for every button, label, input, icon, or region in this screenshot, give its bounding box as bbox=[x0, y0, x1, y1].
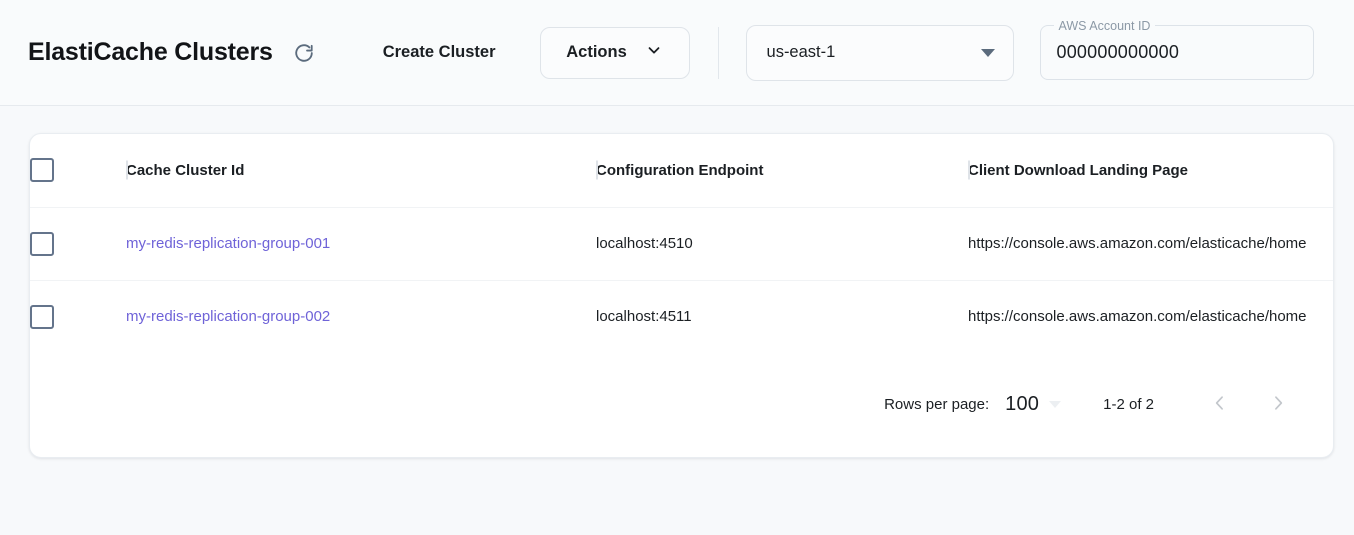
refresh-button[interactable] bbox=[287, 36, 321, 70]
page-title: ElastiCache Clusters bbox=[28, 38, 273, 66]
app-header: ElastiCache Clusters Create Cluster Acti… bbox=[0, 0, 1354, 106]
row-select-cell bbox=[30, 280, 126, 353]
row-checkbox[interactable] bbox=[30, 304, 54, 329]
table-body: my-redis-replication-group-001 localhost… bbox=[30, 207, 1333, 353]
actions-button[interactable]: Actions bbox=[539, 26, 690, 79]
cell-cache-cluster-id: my-redis-replication-group-002 bbox=[126, 280, 596, 353]
chevron-down-icon bbox=[645, 41, 663, 64]
row-select-cell bbox=[30, 207, 126, 280]
aws-account-id-value: 000000000000 bbox=[1056, 42, 1180, 62]
column-separator bbox=[596, 160, 598, 180]
chevron-left-icon bbox=[1210, 393, 1230, 416]
column-separator bbox=[968, 160, 970, 180]
table-pagination: Rows per page: 100 1-2 of 2 bbox=[30, 375, 1333, 433]
clusters-card: Cache Cluster Id Configuration Endpoint … bbox=[29, 133, 1334, 458]
column-separator bbox=[126, 160, 128, 180]
header-divider bbox=[717, 26, 719, 79]
rows-per-page-label: Rows per page: bbox=[884, 395, 990, 413]
cell-client-download-landing-page: https://console.aws.amazon.com/elasticac… bbox=[968, 207, 1333, 280]
column-header-label: Client Download Landing Page bbox=[968, 161, 1189, 179]
pagination-range-label: 1-2 of 2 bbox=[1103, 395, 1154, 413]
region-select[interactable]: us-east-1 bbox=[745, 24, 1014, 81]
column-header-client-download-landing-page[interactable]: Client Download Landing Page bbox=[968, 134, 1333, 207]
cell-configuration-endpoint: localhost:4511 bbox=[596, 308, 692, 326]
previous-page-button[interactable] bbox=[1200, 384, 1240, 424]
landing-page-url: https://console.aws.amazon.com/elasticac… bbox=[968, 308, 1307, 326]
row-checkbox[interactable] bbox=[30, 231, 54, 256]
triangle-down-icon bbox=[980, 48, 995, 57]
column-header-label: Cache Cluster Id bbox=[126, 161, 245, 179]
actions-button-label: Actions bbox=[566, 43, 627, 61]
table-row[interactable]: my-redis-replication-group-001 localhost… bbox=[30, 207, 1333, 280]
table-head: Cache Cluster Id Configuration Endpoint … bbox=[30, 134, 1333, 207]
clusters-table: Cache Cluster Id Configuration Endpoint … bbox=[30, 134, 1333, 353]
cell-configuration-endpoint: localhost:4510 bbox=[596, 235, 693, 252]
region-select-value: us-east-1 bbox=[766, 43, 836, 61]
refresh-icon bbox=[293, 42, 315, 64]
table-header-row: Cache Cluster Id Configuration Endpoint … bbox=[30, 134, 1333, 207]
cluster-id-link[interactable]: my-redis-replication-group-002 bbox=[126, 308, 331, 326]
select-all-header-cell bbox=[30, 134, 126, 207]
landing-page-url: https://console.aws.amazon.com/elasticac… bbox=[968, 235, 1307, 252]
cell-cache-cluster-id: my-redis-replication-group-001 bbox=[126, 207, 596, 280]
column-header-cache-cluster-id[interactable]: Cache Cluster Id bbox=[126, 134, 596, 207]
create-cluster-button[interactable]: Create Cluster bbox=[373, 35, 506, 70]
table-row[interactable]: my-redis-replication-group-002 localhost… bbox=[30, 280, 1333, 353]
cell-client-download-landing-page: https://console.aws.amazon.com/elasticac… bbox=[968, 280, 1333, 353]
rows-per-page-value: 100 bbox=[1005, 392, 1040, 415]
aws-account-id-label: AWS Account ID bbox=[1053, 18, 1156, 34]
aws-account-id-field[interactable]: AWS Account ID 000000000000 bbox=[1039, 18, 1314, 80]
column-header-configuration-endpoint[interactable]: Configuration Endpoint bbox=[596, 134, 968, 207]
rows-per-page-select[interactable]: 100 bbox=[1005, 392, 1062, 416]
triangle-down-icon bbox=[1049, 400, 1062, 408]
column-header-label: Configuration Endpoint bbox=[596, 161, 764, 179]
select-all-checkbox[interactable] bbox=[30, 158, 54, 183]
chevron-right-icon bbox=[1268, 393, 1288, 416]
next-page-button[interactable] bbox=[1258, 384, 1298, 424]
cluster-id-link[interactable]: my-redis-replication-group-001 bbox=[126, 235, 331, 252]
